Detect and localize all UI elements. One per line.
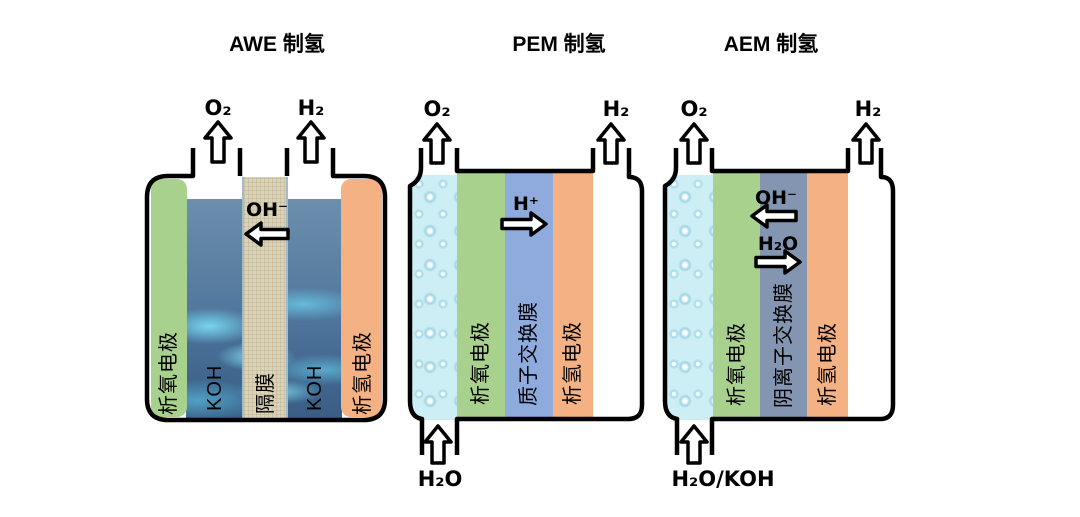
- pem-water-layer: [412, 175, 457, 420]
- aem-o2-label: O₂: [680, 97, 708, 121]
- aem-water-flow-label: H₂O: [757, 233, 799, 255]
- pem-anode-label: 析氧电极: [470, 321, 492, 405]
- awe-h2-up-arrow-icon: [296, 120, 326, 164]
- awe-oh-ion-label: OH⁻: [245, 199, 289, 221]
- awe-anode-label: 析氧电极: [158, 331, 180, 415]
- aem-anode-label: 析氧电极: [726, 322, 748, 406]
- aem-inlet-label: H₂O/KOH: [671, 467, 775, 491]
- pem-h2-label: H₂: [602, 97, 630, 121]
- aem-h2-label: H₂: [854, 97, 882, 121]
- aem-membrane-label: 阴离子交换膜: [773, 282, 795, 408]
- awe-h2-label: H₂: [297, 96, 325, 120]
- pem-title: PEM 制氢: [512, 33, 606, 56]
- aem-oh-ion-label: OH⁻: [754, 187, 798, 209]
- awe-o2-label: O₂: [204, 96, 232, 120]
- pem-o2-label: O₂: [423, 97, 451, 121]
- awe-title: AWE 制氢: [229, 33, 325, 56]
- pem-inlet-label: H₂O: [417, 467, 463, 491]
- aem-water-layer: [667, 175, 713, 420]
- pem-hplus-ion-label: H⁺: [513, 193, 539, 215]
- pem-o2-up-arrow-icon: [422, 122, 452, 165]
- pem-vessel-top-edge: [454, 148, 596, 174]
- aem-o2-up-arrow-icon: [679, 122, 709, 165]
- pem-water-inlet-up-arrow-icon: [423, 424, 453, 465]
- aem-title: AEM 制氢: [723, 33, 819, 56]
- awe-koh-right-label: KOH: [304, 364, 326, 411]
- aem-inlet-up-arrow-icon: [679, 424, 709, 465]
- pem-h2-up-arrow-icon: [596, 122, 626, 165]
- aem-h2-up-arrow-icon: [851, 122, 881, 165]
- aem-cathode-label: 析氢电极: [817, 322, 839, 406]
- pem-cathode-label: 析氢电极: [562, 321, 584, 405]
- awe-o2-up-arrow-icon: [203, 120, 233, 164]
- awe-koh-left-label: KOH: [204, 364, 226, 411]
- awe-cathode-label: 析氢电极: [352, 331, 374, 415]
- pem-membrane-label: 质子交换膜: [518, 301, 540, 406]
- awe-membrane-label: 隔膜: [255, 372, 277, 414]
- aem-vessel-top-edge: [709, 148, 851, 174]
